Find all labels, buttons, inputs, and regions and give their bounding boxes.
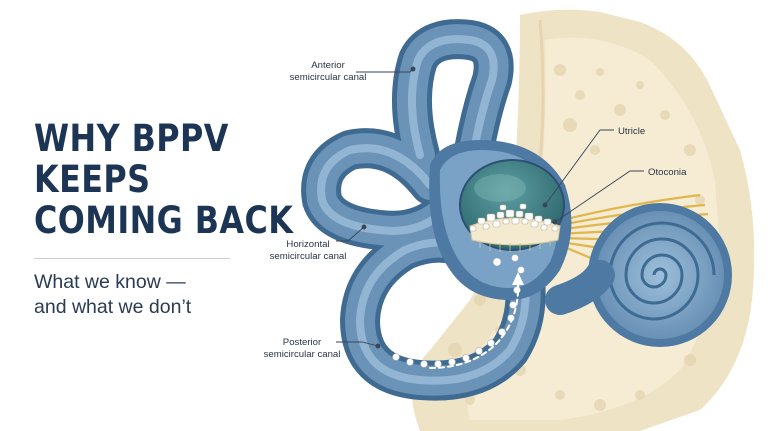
semicircular-canals xyxy=(301,19,546,401)
subtitle: What we know — and what we don’t xyxy=(34,270,191,320)
subtitle-line-1: What we know — xyxy=(34,271,186,293)
leader-lines xyxy=(336,66,644,349)
label-posterior-line-1: Posterior xyxy=(283,337,322,348)
otoconia-cluster xyxy=(469,203,561,252)
label-anterior-line-1: Anterior xyxy=(311,60,345,71)
label-anterior-line-2: semicircular canal xyxy=(290,72,367,83)
arrow-head xyxy=(512,272,524,285)
flow-arrow xyxy=(429,279,520,369)
label-posterior-line-2: semicircular canal xyxy=(264,349,341,360)
headline: WHY BPPV KEEPS COMING BACK xyxy=(34,118,293,241)
label-horizontal-line-2: semicircular canal xyxy=(270,251,347,262)
displaced-otoconia xyxy=(392,254,525,368)
divider xyxy=(34,258,230,259)
cochlea xyxy=(545,203,732,347)
subtitle-line-2: and what we don’t xyxy=(34,296,192,318)
label-utricle: Utricle xyxy=(618,126,645,137)
headline-line-2: KEEPS xyxy=(34,158,151,201)
headline-line-1: WHY BPPV xyxy=(34,117,229,160)
label-horizontal-line-1: Horizontal xyxy=(286,239,329,250)
headline-line-3: COMING BACK xyxy=(34,199,294,242)
label-otoconia: Otoconia xyxy=(648,167,687,178)
